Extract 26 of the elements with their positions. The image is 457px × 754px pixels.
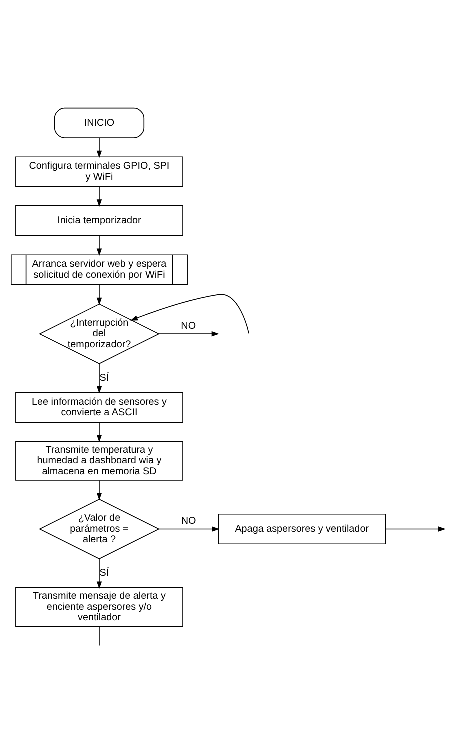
node-diamond: ¿Interrupción del temporizador? <box>39 303 160 364</box>
arrow <box>158 526 220 532</box>
arrow <box>385 526 446 532</box>
node-box: Lee información de sensores y convierte a ASCII <box>16 392 184 422</box>
arrow <box>130 294 250 334</box>
arrow <box>158 330 220 336</box>
node-box: Transmite mensaje de alerta y enciente aspersores y/o ventilador <box>16 587 184 627</box>
arrow <box>96 186 102 207</box>
arrow <box>96 363 102 394</box>
arrow <box>96 480 102 500</box>
node-diamond: ¿Valor de parámetros = alerta ? <box>39 498 160 559</box>
edge-label: NO <box>181 515 196 526</box>
node-box: Transmite temperatura y humedad a dashboard wia y almacena en memoria SD <box>16 440 184 480</box>
node-box: INICIO <box>54 107 145 138</box>
arrow <box>96 137 102 158</box>
edge-label: NO <box>181 320 196 332</box>
arrow <box>96 422 102 442</box>
edge-label: SÍ <box>100 372 110 384</box>
node-box: Configura terminales GPIO, SPI y WiFi <box>16 156 184 187</box>
arrow <box>96 284 102 305</box>
edge-label: SÍ <box>100 568 110 579</box>
arrow <box>96 558 102 589</box>
node-box: Inicia temporizador <box>16 204 184 236</box>
arrow <box>96 234 102 256</box>
node-box: Apaga aspersores y ventilador <box>218 513 386 544</box>
connector <box>99 626 100 646</box>
